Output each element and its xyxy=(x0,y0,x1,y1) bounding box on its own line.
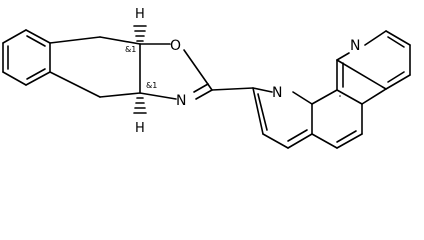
linker-bond xyxy=(211,87,254,91)
molecule-drawing: O N N N H H &1 &1 xyxy=(2,7,411,149)
hydrogen-bottom-label: H xyxy=(135,121,145,136)
cyclopentane-ring xyxy=(49,36,141,98)
structure-canvas: O N N N H H &1 &1 xyxy=(2,7,411,149)
stereo-hash-top xyxy=(133,25,147,42)
phenanthroline-ring-center xyxy=(311,89,363,149)
oxazoline-nitrogen-label: N xyxy=(176,93,186,109)
phenanthroline-ring-right xyxy=(336,30,411,105)
oxazoline-ring xyxy=(139,43,213,100)
stereo-hash-bottom xyxy=(133,97,147,114)
oxygen-atom-label: O xyxy=(170,38,181,54)
phenanthroline-ring-left xyxy=(252,87,313,149)
pyridine-nitrogen-label-2: N xyxy=(350,38,360,54)
stereo-label-top: &1 xyxy=(125,45,136,54)
pyridine-nitrogen-label-1: N xyxy=(272,85,282,101)
stereo-label-bottom: &1 xyxy=(146,81,157,90)
benzene-ring xyxy=(2,29,51,86)
hydrogen-top-label: H xyxy=(135,7,145,22)
